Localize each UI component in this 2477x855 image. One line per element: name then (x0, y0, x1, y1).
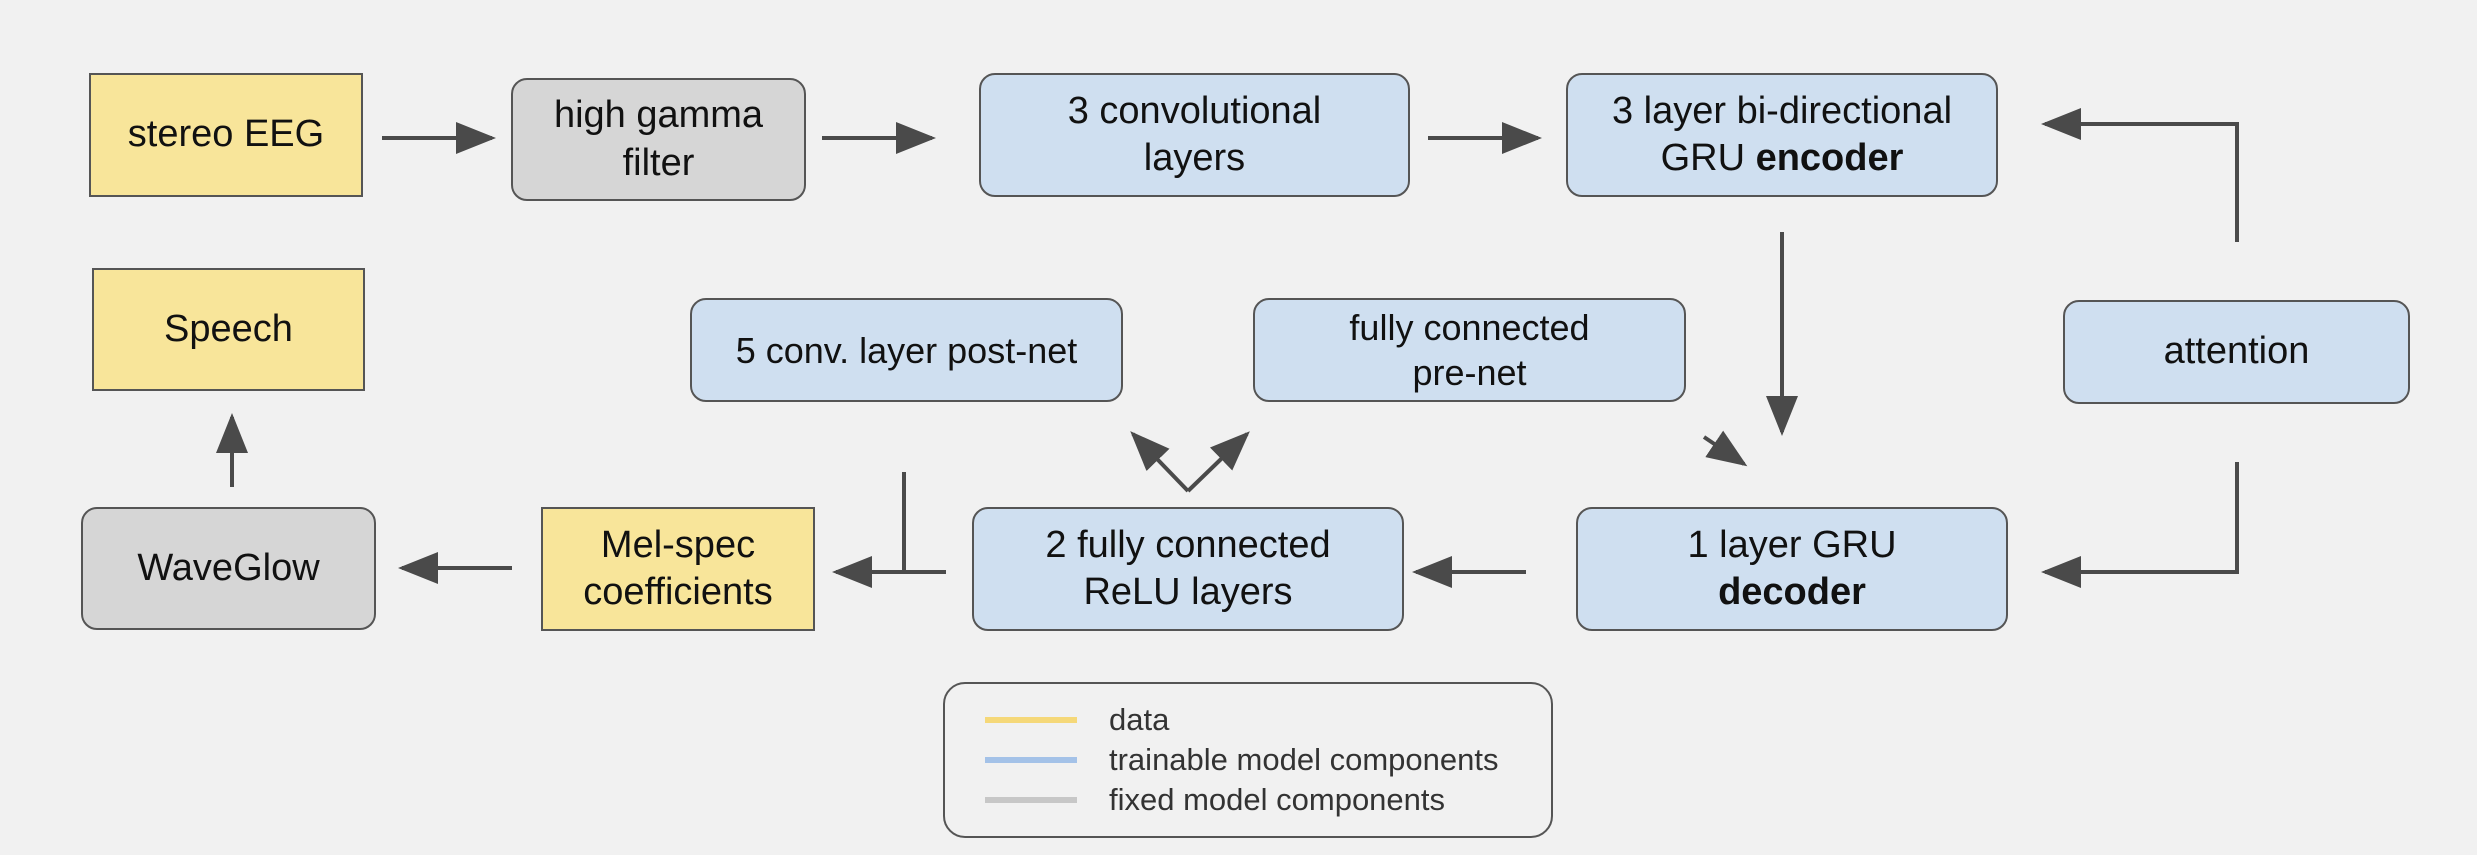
relu-layers-label-2: ReLU layers (1083, 571, 1293, 613)
stereo-eeg-node: stereo EEG (89, 73, 363, 197)
legend: data trainable model components fixed mo… (943, 682, 1553, 838)
encoder-label-prefix: GRU (1660, 137, 1756, 179)
relu-layers-label-1: 2 fully connected (1045, 523, 1331, 566)
legend-swatch-trainable (985, 757, 1077, 763)
legend-label-trainable: trainable model components (1109, 742, 1499, 777)
waveglow-node: WaveGlow (81, 507, 376, 630)
gru-decoder-node: 1 layer GRU decoder (1576, 507, 2008, 631)
pre-net-label-1: fully connected (1349, 307, 1590, 348)
legend-item-trainable: trainable model components (985, 742, 1498, 778)
legend-item-data: data (985, 702, 1169, 738)
mel-spec-label-1: Mel-spec (600, 523, 756, 566)
conv-layers-label-1: 3 convolutional (1067, 89, 1322, 132)
high-gamma-filter-label-1: high gamma (553, 94, 764, 136)
relu-layers-node: 2 fully connected ReLU layers (972, 507, 1404, 631)
post-net-node: 5 conv. layer post-net (690, 298, 1123, 402)
pre-net-label-2: pre-net (1412, 352, 1527, 393)
conv-layers-node: 3 convolutional layers (979, 73, 1410, 197)
arrow-relu-to-postnet (1130, 431, 1190, 493)
legend-item-fixed: fixed model components (985, 782, 1445, 818)
arrow-prenet-to-decoder (1702, 430, 1748, 467)
legend-label-data: data (1109, 702, 1170, 737)
conv-layers-label-2: layers (1143, 137, 1246, 179)
legend-swatch-fixed (985, 797, 1077, 803)
decoder-label-bold: decoder (1718, 571, 1866, 613)
legend-swatch-data (985, 717, 1077, 723)
arrow-relu-to-prenet (1186, 431, 1250, 493)
post-net-label: 5 conv. layer post-net (735, 329, 1078, 371)
pre-net-node: fully connected pre-net (1253, 298, 1686, 402)
waveglow-label: WaveGlow (137, 546, 320, 589)
speech-label: Speech (164, 307, 293, 350)
mel-spec-node: Mel-spec coefficients (541, 507, 815, 631)
gru-encoder-node: 3 layer bi-directional GRU encoder (1566, 73, 1998, 197)
speech-node: Speech (92, 268, 365, 391)
arrow-attention-to-decoder (2041, 462, 2239, 588)
attention-label: attention (2163, 330, 2310, 373)
legend-label-fixed: fixed model components (1109, 782, 1446, 817)
encoder-label-bold: encoder (1755, 137, 1904, 179)
high-gamma-filter-label-2: filter (622, 141, 695, 184)
mel-spec-label-2: coefficients (583, 571, 773, 613)
encoder-label-1: 3 layer bi-directional (1611, 89, 1953, 132)
attention-node: attention (2063, 300, 2410, 404)
arrow-attention-to-encoder (2041, 108, 2239, 242)
decoder-label-1: 1 layer GRU (1687, 523, 1897, 566)
stereo-eeg-label: stereo EEG (127, 113, 325, 156)
high-gamma-filter-node: high gamma filter (511, 78, 806, 201)
